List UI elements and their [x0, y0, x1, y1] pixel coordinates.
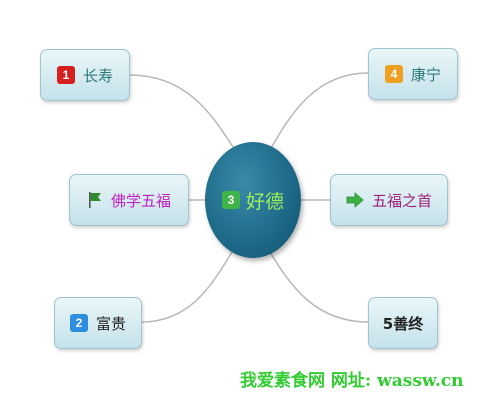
node-wealth[interactable]: 2 富贵 — [54, 297, 142, 349]
center-node[interactable]: 3 好德 — [205, 142, 301, 258]
center-label: 好德 — [245, 190, 284, 213]
number-2-badge-icon: 2 — [69, 314, 88, 332]
number-4-badge-icon: 4 — [384, 65, 403, 83]
node-label-good-end: 5善终 — [382, 314, 424, 333]
connector-longevity — [129, 74, 236, 151]
node-label-first: 五福之首 — [371, 191, 432, 210]
node-health[interactable]: 4 康宁 — [368, 48, 458, 100]
right-arrow-icon — [346, 192, 364, 208]
connector-good-end — [269, 251, 369, 323]
node-first[interactable]: 五福之首 — [330, 174, 448, 226]
connector-wealth — [141, 251, 233, 323]
node-label-longevity: 长寿 — [82, 66, 113, 85]
node-good-end[interactable]: 5善终 — [368, 297, 438, 349]
node-label-buddhism: 佛学五福 — [110, 191, 171, 210]
node-longevity[interactable]: 1 长寿 — [40, 49, 130, 101]
number-3-badge-icon: 3 — [221, 191, 240, 209]
node-label-wealth: 富贵 — [95, 314, 126, 333]
connector-health — [269, 72, 369, 151]
node-label-health: 康宁 — [410, 65, 441, 84]
flag-icon — [87, 191, 103, 209]
watermark-text: 我爱素食网 网址: wassw.cn — [240, 371, 464, 391]
node-buddhism[interactable]: 佛学五福 — [69, 174, 189, 226]
number-1-badge-icon: 1 — [56, 66, 75, 84]
